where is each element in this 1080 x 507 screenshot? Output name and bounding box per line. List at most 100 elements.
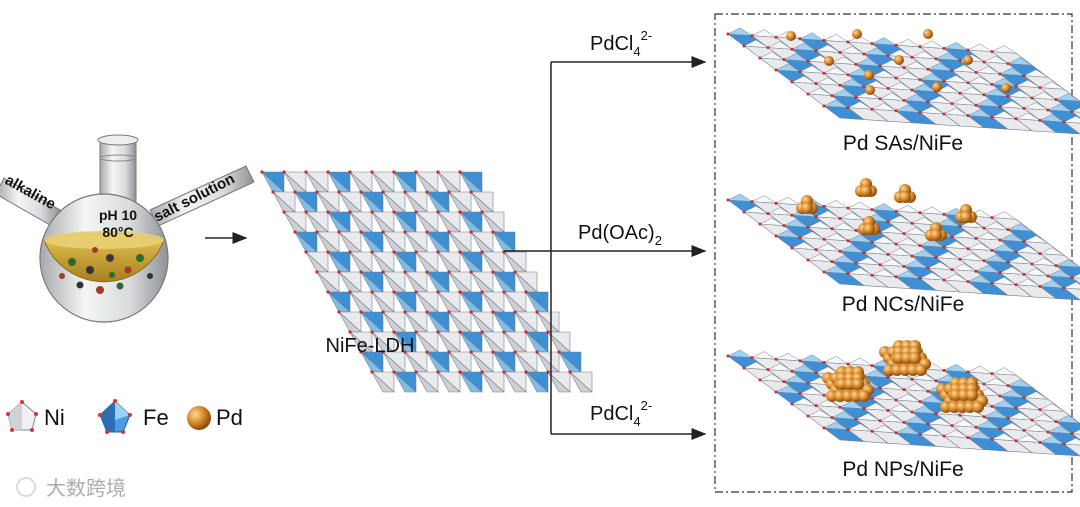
- pd-atom: [966, 389, 978, 401]
- fe-octahedron: [1038, 280, 1080, 301]
- ni-octahedron: [846, 101, 889, 122]
- fe-octahedron: [524, 370, 549, 393]
- fe-octahedron: [392, 290, 417, 313]
- ni-octahedron: [282, 170, 307, 193]
- pd-cluster: [786, 31, 796, 41]
- ni-octahedron: [304, 170, 329, 193]
- ni-octahedron: [513, 350, 538, 373]
- ni-octahedron: [480, 330, 505, 353]
- ni-octahedron: [271, 190, 296, 213]
- product-slab-ncs: [726, 178, 1080, 301]
- ni-octahedron: [990, 110, 1033, 132]
- legend-item-fe: Fe: [98, 399, 169, 434]
- condition-temperature: 80°C: [102, 224, 133, 240]
- fe-octahedron: [1038, 436, 1080, 457]
- pd-atom: [899, 191, 911, 203]
- ni-octahedron: [502, 250, 527, 273]
- pd-atom: [865, 85, 875, 95]
- ni-octahedron: [337, 230, 362, 253]
- ni-octahedron: [546, 370, 571, 393]
- fe-octahedron: [458, 250, 483, 273]
- legend-item-ni: Ni: [6, 400, 65, 432]
- fe-octahedron: [1054, 259, 1080, 279]
- pd-cluster: [824, 56, 834, 66]
- ni-octahedron: [447, 230, 472, 253]
- right-neck: salt solution: [149, 165, 255, 227]
- ni-octahedron: [414, 170, 439, 193]
- pd-cluster: [1001, 83, 1011, 93]
- ni-octahedron: [337, 270, 362, 293]
- fe-octahedron: [458, 290, 483, 313]
- reagent-label-ncs: Pd(OAc)2: [578, 222, 662, 248]
- solution-particles: [59, 247, 153, 294]
- watermark-logo-icon: [16, 477, 36, 497]
- fe-octahedron: [458, 170, 483, 193]
- reagent-label-sas: PdCl42-: [590, 28, 652, 59]
- pd-cluster: [894, 55, 904, 65]
- pd-cluster: [932, 82, 942, 92]
- ni-octahedron: [918, 272, 961, 293]
- ni-octahedron: [480, 250, 505, 273]
- ni-octahedron: [370, 210, 395, 233]
- ni-octahedron: [348, 170, 373, 193]
- fe-octahedron: [458, 370, 483, 393]
- ni-octahedron: [480, 370, 505, 393]
- ni-octahedron: [348, 330, 373, 353]
- fe-octahedron: [425, 310, 450, 333]
- ni-octahedron: [403, 350, 428, 373]
- ni-octahedron: [436, 290, 461, 313]
- fe-octahedron: [1054, 93, 1080, 113]
- nife-ldh-lattice: [260, 170, 593, 393]
- ni-octahedron: [535, 350, 560, 373]
- legend-label-pd: Pd: [216, 405, 243, 430]
- fe-octahedron: [392, 370, 417, 393]
- ni-octahedron: [348, 210, 373, 233]
- pd-atom: [852, 29, 862, 39]
- pd-atom: [786, 31, 796, 41]
- ni-octahedron: [513, 310, 538, 333]
- ni-octahedron: [370, 290, 395, 313]
- fe-octahedron: [392, 170, 417, 193]
- pd-atom: [864, 70, 874, 80]
- ni-octahedron: [990, 276, 1033, 298]
- fe-octahedron: [524, 330, 549, 353]
- white-octahedron-icon: [6, 400, 38, 432]
- ni-octahedron: [414, 210, 439, 233]
- pd-atom: [915, 364, 927, 376]
- ni-octahedron: [1062, 437, 1080, 457]
- fe-octahedron: [524, 290, 549, 313]
- ni-octahedron: [381, 270, 406, 293]
- fe-octahedron: [293, 190, 318, 213]
- legend-label-ni: Ni: [44, 405, 65, 430]
- pd-atom: [963, 55, 973, 65]
- pd-atom: [1001, 83, 1011, 93]
- fe-octahedron: [425, 230, 450, 253]
- ni-octahedron: [403, 270, 428, 293]
- fe-octahedron: [392, 250, 417, 273]
- ni-octahedron: [348, 290, 373, 313]
- fe-octahedron: [822, 265, 865, 286]
- ni-octahedron: [370, 330, 395, 353]
- ni-octahedron: [414, 370, 439, 393]
- pd-atom: [960, 211, 972, 223]
- ni-octahedron: [370, 250, 395, 273]
- pd-cluster: [858, 216, 880, 235]
- ni-octahedron: [414, 250, 439, 273]
- ni-octahedron: [480, 210, 505, 233]
- fe-octahedron: [326, 250, 351, 273]
- pd-atom: [858, 390, 870, 402]
- products-box: [714, 13, 1073, 493]
- pd-cluster: [864, 70, 874, 80]
- right-neck-label: salt solution: [151, 170, 237, 225]
- ni-octahedron: [513, 270, 538, 293]
- ni-octahedron: [436, 250, 461, 273]
- fe-octahedron: [326, 170, 351, 193]
- product-label-ncs: Pd NCs/NiFe: [842, 293, 965, 316]
- ni-octahedron: [502, 330, 527, 353]
- pd-cluster: [936, 377, 988, 413]
- ni-octahedron: [502, 370, 527, 393]
- pd-atom: [852, 378, 864, 390]
- product-label-sas: Pd SAs/NiFe: [843, 132, 963, 155]
- ni-octahedron: [568, 370, 593, 393]
- watermark-text: 大数跨境: [46, 477, 126, 500]
